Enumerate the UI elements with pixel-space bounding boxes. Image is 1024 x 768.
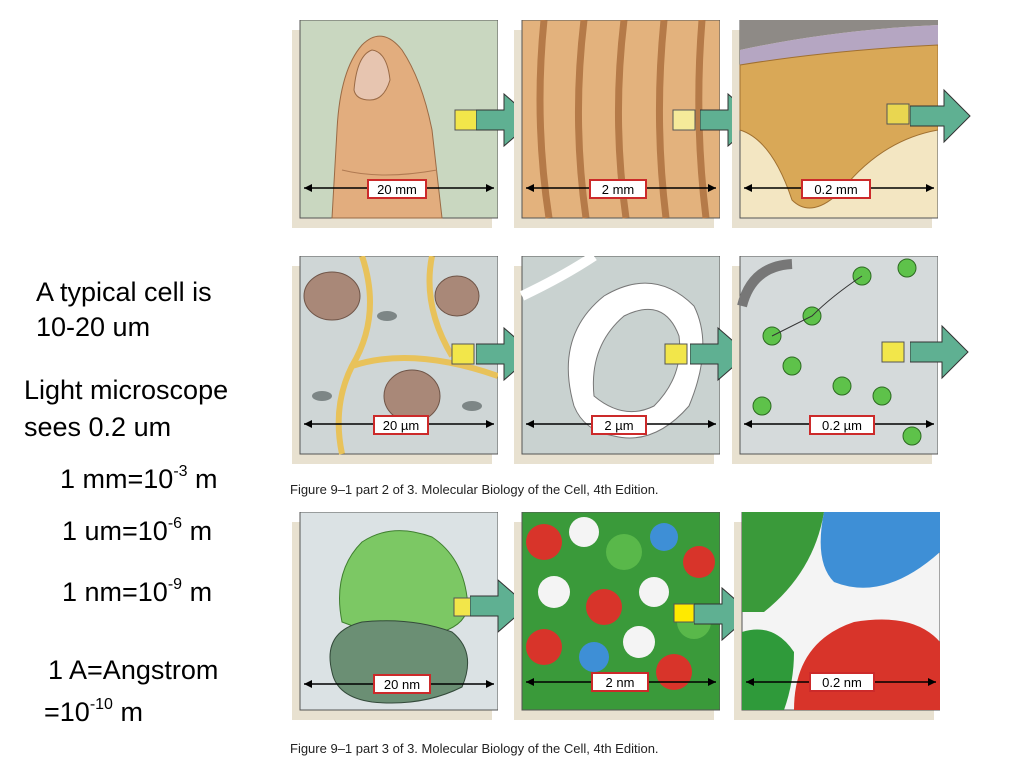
light-microscope-line2: sees 0.2 um (24, 412, 172, 442)
zoom-arrow (910, 324, 969, 380)
panel-atoms-close: 2 nm (514, 512, 720, 720)
figure-caption-part2: Figure 9–1 part 2 of 3. Molecular Biolog… (290, 482, 659, 497)
mm-equation: 1 mm=10-3 m (60, 463, 218, 495)
angstrom-line1: 1 A=Angstrom (48, 655, 219, 685)
panel-atoms-closeup: 0.2 nm (734, 512, 940, 720)
scale-label-20nm: 20 nm (384, 677, 420, 692)
scale-label-20um: 20 µm (383, 418, 419, 433)
scale-label-2mm: 2 mm (602, 182, 635, 197)
um-equation: 1 um=10-6 m (62, 515, 213, 547)
panel-protein: 20 nm (292, 512, 498, 720)
panel-cells: 20 µm (292, 256, 498, 464)
light-microscope-line1: Light microscope (24, 375, 229, 405)
zoom-arrow (910, 88, 971, 144)
cell-size-line2: 10-20 um (36, 312, 151, 342)
scale-label-0-2mm: 0.2 mm (814, 182, 857, 197)
figure-caption-part3: Figure 9–1 part 3 of 3. Molecular Biolog… (290, 741, 659, 756)
scale-label-0-2um: 0.2 µm (822, 418, 862, 433)
scale-label-2nm: 2 nm (606, 675, 635, 690)
scale-label-20mm: 20 mm (377, 182, 417, 197)
panel-finger: 20 mm (292, 20, 498, 228)
panel-tissue: 0.2 mm (732, 20, 938, 228)
cell-size-line1: A typical cell is (36, 277, 212, 307)
panel-mitochondrion: 2 µm (514, 256, 720, 464)
angstrom-equation: =10-10 m (44, 696, 143, 728)
scale-label-2um: 2 µm (604, 418, 633, 433)
scale-label-0-2nm: 0.2 nm (822, 675, 862, 690)
nm-equation: 1 nm=10-9 m (62, 576, 213, 608)
panel-skin-ridges: 2 mm (514, 20, 720, 228)
zoom-arrow (470, 578, 529, 634)
panel-ribosomes: 0.2 µm (732, 256, 938, 464)
